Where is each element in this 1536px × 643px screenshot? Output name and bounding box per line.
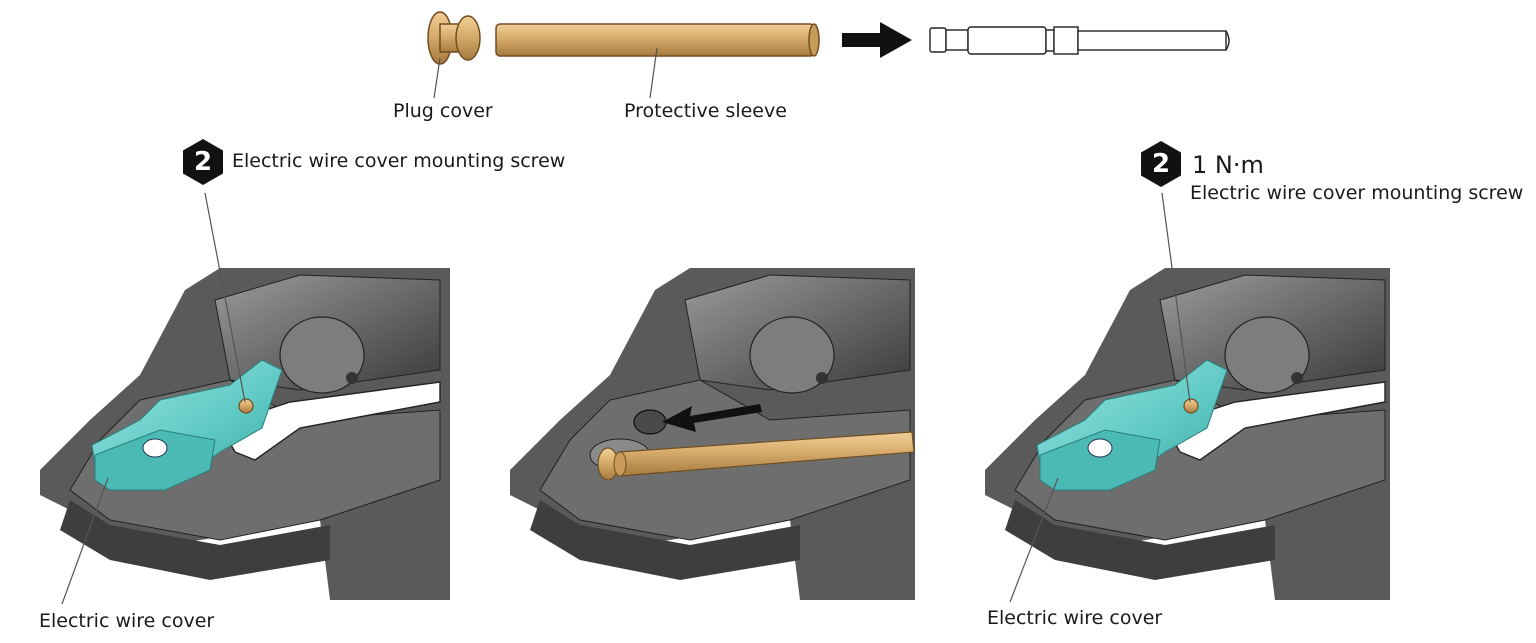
plug-cover-part [427,11,481,65]
cover-leader-right [1009,477,1059,603]
plug-cover-label: Plug cover [393,100,493,122]
protective-sleeve-inserted [597,431,915,481]
cover-label-right: Electric wire cover [987,607,1163,629]
torque-value: 1 N·m [1192,151,1264,179]
screw-leader-left [204,192,246,403]
protective-sleeve-part [495,23,820,57]
screw-label-right: Electric wire cover mounting screw [1190,182,1524,204]
cover-label-left: Electric wire cover [39,610,215,632]
screw-leader-right [1161,192,1191,403]
wire-plug-outline [929,26,1230,55]
protective-sleeve-label: Protective sleeve [624,100,787,122]
caliper-left [40,268,450,600]
caliper-middle [510,268,915,600]
cover-leader-left [61,477,109,605]
step-number-right: 2 [1151,149,1171,179]
right-arrow-icon [842,22,912,58]
protective-sleeve-leader [649,47,658,99]
step-badge-left: 2 [181,138,225,186]
insert-arrow-icon [662,404,762,432]
screw-label-left: Electric wire cover mounting screw [232,150,566,172]
step-number-left: 2 [193,147,213,177]
plug-cover-leader [433,57,441,99]
step-badge-right: 2 [1139,140,1183,188]
caliper-right [985,268,1390,600]
